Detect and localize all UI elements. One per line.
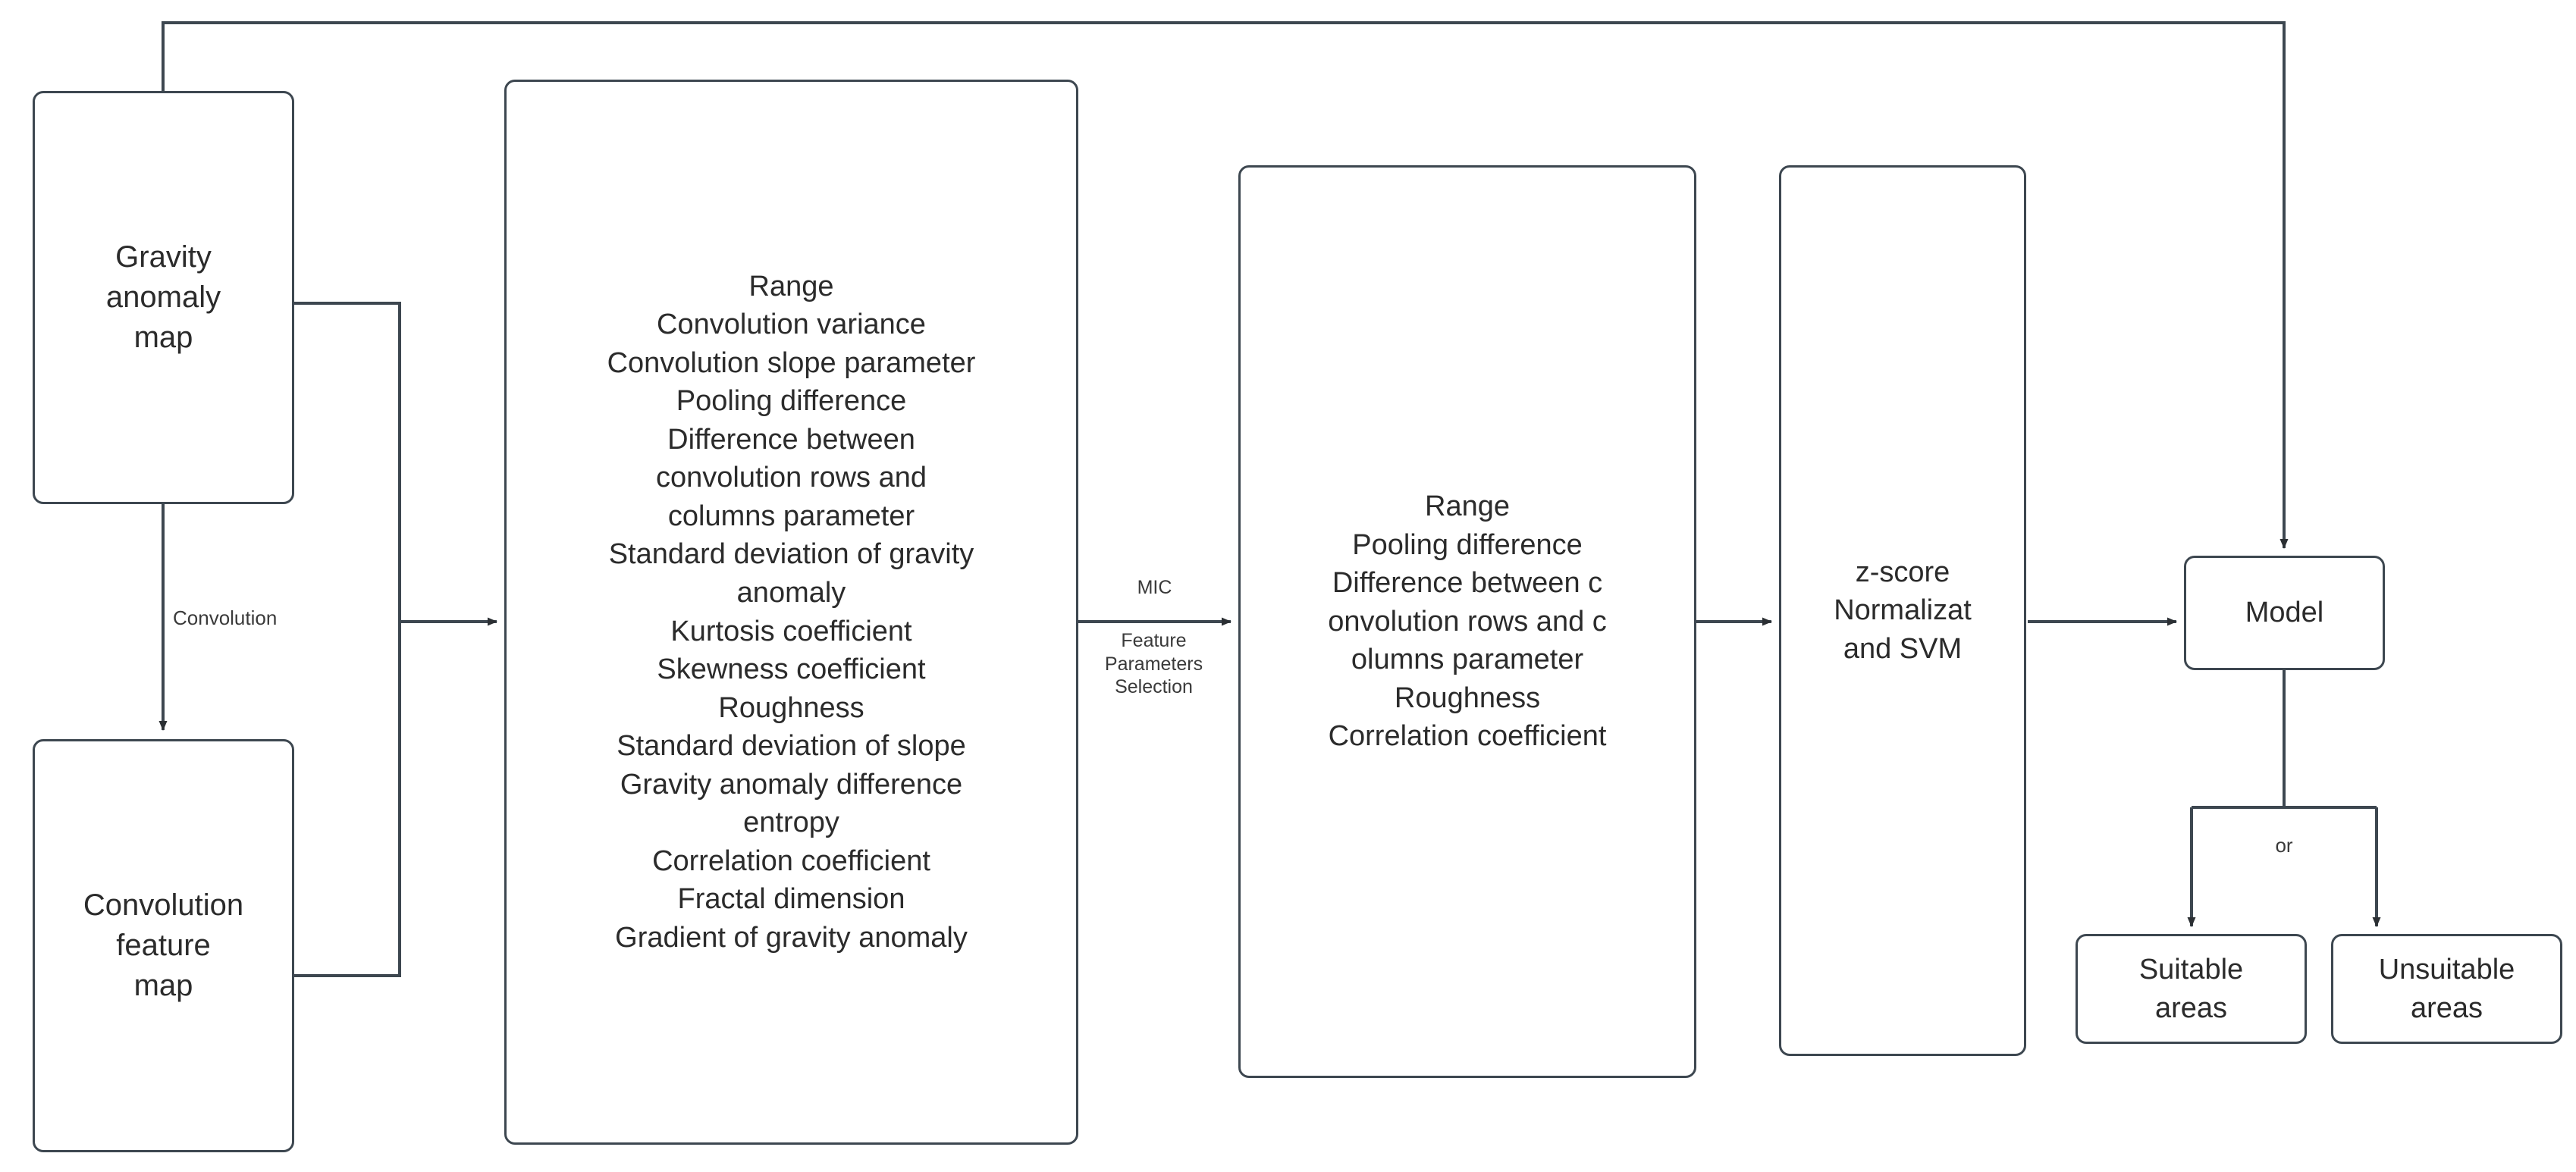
feature-pool-item-7: Standard deviation of gravity	[608, 538, 974, 571]
node-suitable-areas[interactable]: Suitable areas	[2076, 934, 2307, 1044]
model-label: Model	[2245, 597, 2324, 629]
node-convolution-feature-map[interactable]: Convolution feature map	[33, 739, 294, 1152]
unsuitable-areas-label: Unsuitable areas	[2378, 953, 2515, 1024]
node-normalization-svm[interactable]: z-score Normalizat and SVM	[1779, 165, 2026, 1056]
selected-feature-item-5: Roughness	[1394, 682, 1541, 714]
feature-pool-item-8: anomaly	[736, 576, 846, 609]
feature-pool-item-2: Convolution slope parameter	[607, 346, 976, 379]
selected-feature-item-0: Range	[1425, 490, 1510, 523]
feature-pool-item-11: Roughness	[718, 691, 864, 724]
node-model[interactable]: Model	[2184, 556, 2385, 670]
node-unsuitable-areas[interactable]: Unsuitable areas	[2331, 934, 2562, 1044]
feature-pool-item-16: Fractal dimension	[677, 883, 905, 916]
edge-convmap-to-featurepool	[294, 622, 401, 977]
edge-label-or: or	[2275, 834, 2293, 857]
selected-feature-item-4: olumns parameter	[1351, 644, 1584, 676]
feature-pool-item-13: Gravity anomaly difference	[620, 768, 963, 801]
edge-label-feature-parameters-selection: Feature Parameters Selection	[1104, 630, 1203, 697]
feature-pool-item-6: columns parameter	[667, 500, 915, 532]
feature-pool-item-12: Standard deviation of slope	[617, 730, 966, 763]
normalization-svm-label: z-score Normalizat and SVM	[1834, 556, 1972, 665]
feature-pool-item-5: convolution rows and	[656, 462, 927, 494]
selected-feature-item-6: Correlation coefficient	[1328, 720, 1607, 753]
selected-feature-item-2: Difference between c	[1332, 567, 1603, 600]
feature-pool-item-1: Convolution variance	[657, 309, 926, 341]
feature-pool-item-0: Range	[748, 270, 834, 302]
feature-pool-item-3: Pooling difference	[676, 385, 907, 418]
feature-pool-item-15: Correlation coefficient	[652, 845, 930, 877]
node-gravity-anomaly-map[interactable]: Gravity anomaly map	[33, 91, 294, 504]
edge-gravity-to-featurepool	[294, 302, 401, 622]
suitable-areas-label: Suitable areas	[2138, 953, 2244, 1024]
selected-feature-item-3: onvolution rows and c	[1328, 605, 1607, 638]
edge-feedback-to-model	[162, 21, 2289, 549]
feature-pool-item-17: Gradient of gravity anomaly	[615, 921, 968, 954]
gravity-anomaly-map-label: Gravity anomaly map	[105, 240, 221, 355]
feature-pool-item-4: Difference between	[667, 423, 915, 456]
convolution-feature-map-label: Convolution feature map	[83, 888, 244, 1003]
edge-label-mic: MIC	[1137, 577, 1172, 598]
edge-label-convolution: Convolution	[173, 606, 278, 629]
feature-pool-item-9: Kurtosis coefficient	[670, 615, 912, 647]
selected-feature-item-1: Pooling difference	[1352, 528, 1583, 561]
feature-pool-item-14: entropy	[743, 807, 839, 839]
feature-pool-item-10: Skewness coefficient	[657, 653, 926, 686]
